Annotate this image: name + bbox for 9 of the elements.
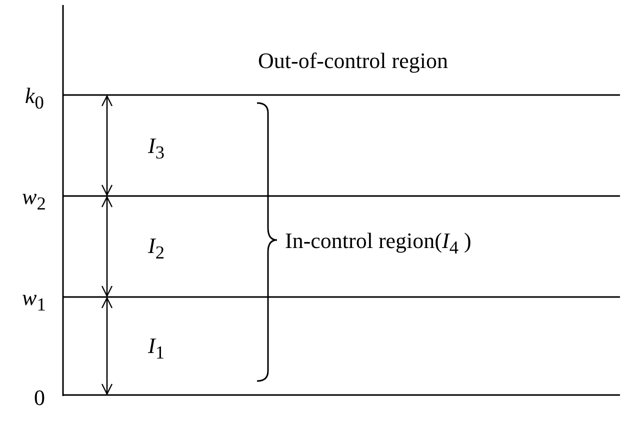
- level-label: k$_{0}$: [25, 83, 44, 114]
- region-label: Out-of-control region: [258, 48, 448, 74]
- interval-label: I$_{3}$: [148, 133, 164, 164]
- level-label: w$_{2}$: [22, 184, 46, 216]
- region-label: In-control region(I$_{4}$ ): [285, 228, 472, 260]
- interval-label: I$_{1}$: [148, 333, 164, 364]
- level-label: w$_{1}$: [22, 285, 46, 316]
- level-label: 0: [34, 385, 45, 411]
- interval-label: I$_{2}$: [148, 233, 164, 264]
